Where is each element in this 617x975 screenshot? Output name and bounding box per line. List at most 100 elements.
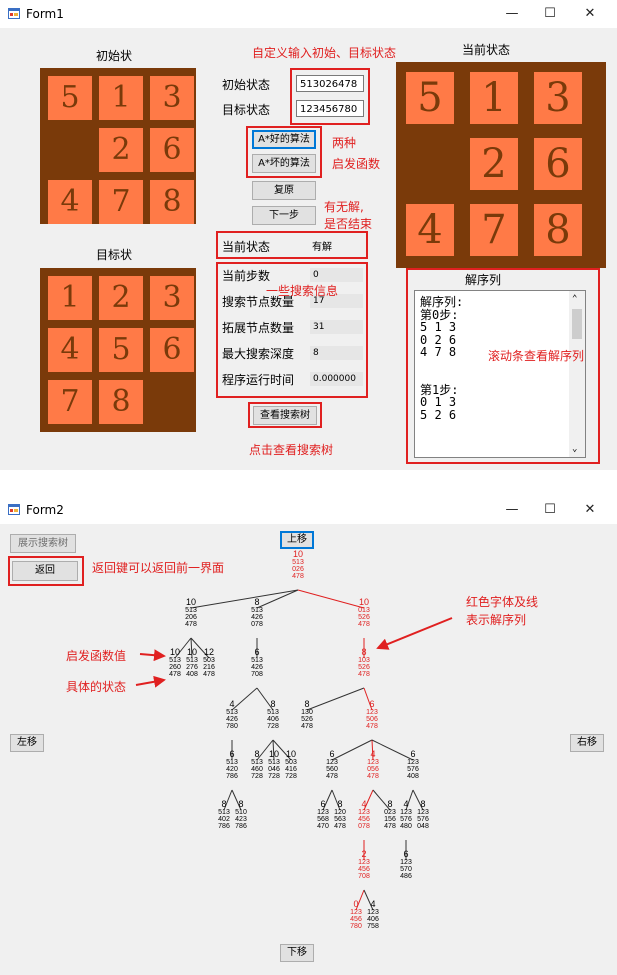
- app-icon: [8, 504, 20, 515]
- tile-3: 3: [150, 276, 194, 320]
- heuristic-value: 6: [403, 849, 409, 859]
- state-row: 513: [267, 709, 279, 716]
- move-down-button[interactable]: 下移: [280, 944, 314, 962]
- scroll-thumb[interactable]: [572, 309, 582, 339]
- tile-8: 8: [534, 204, 582, 256]
- minimize-icon[interactable]: —: [505, 6, 519, 21]
- tree-edge: [363, 687, 373, 711]
- state-row: 503: [203, 657, 215, 664]
- tile-4: 4: [406, 204, 454, 256]
- tile-5: 5: [99, 328, 143, 372]
- tile-4: 4: [48, 180, 92, 224]
- tile-5: 5: [406, 72, 454, 124]
- maximize-icon[interactable]: ☐: [544, 6, 556, 21]
- heuristic-value: 12: [203, 647, 214, 657]
- heuristic-value: 6: [254, 647, 260, 657]
- close-icon[interactable]: ✕: [584, 502, 596, 517]
- tile-7: 7: [48, 380, 92, 424]
- move-left-button[interactable]: 左移: [10, 734, 44, 752]
- arrow-state: [135, 675, 166, 688]
- form2-titlebar: Form2 — ☐ ✕: [0, 496, 617, 524]
- bad-astar-button[interactable]: A*坏的算法: [252, 154, 316, 173]
- move-right-button[interactable]: 右移: [570, 734, 604, 752]
- solution-scrollbar[interactable]: ⌃ ⌄: [569, 291, 585, 457]
- state-row: 123: [400, 809, 412, 816]
- state-row: 478: [358, 671, 370, 679]
- highlight-tree-button: [248, 402, 322, 428]
- state-row: 103: [358, 657, 370, 664]
- heuristic-value: 6: [329, 749, 335, 759]
- highlight-algorithm-buttons: [246, 126, 322, 178]
- heuristic-value: 8: [304, 699, 310, 709]
- state-row: 478: [185, 621, 197, 629]
- heuristic-value: 8: [254, 749, 260, 759]
- solution-line: 0 2 6: [420, 332, 457, 347]
- minimize-icon[interactable]: —: [505, 502, 519, 517]
- state-row: 260: [169, 664, 181, 672]
- state-row: 026: [292, 566, 304, 574]
- view-search-tree-button[interactable]: 查看搜索树: [253, 406, 317, 425]
- tree-edge: [331, 789, 341, 811]
- heuristic-value: 10: [292, 549, 303, 559]
- state-row: 786: [235, 823, 247, 831]
- form2-title: Form2: [26, 503, 64, 517]
- initial-state-input[interactable]: 513026478: [296, 75, 364, 92]
- state-row: 513: [186, 657, 198, 664]
- state-row: 563: [334, 816, 346, 824]
- close-icon[interactable]: ✕: [584, 6, 596, 21]
- heuristic-value: 6: [320, 799, 326, 809]
- state-row: 728: [285, 773, 297, 781]
- annotation-back-hint: 返回键可以返回前一界面: [92, 561, 225, 575]
- tree-edge: [371, 739, 374, 761]
- state-row: 123: [417, 809, 429, 816]
- tree-edge: [272, 739, 292, 761]
- form1-title: Form1: [26, 7, 64, 21]
- scroll-up-icon[interactable]: ⌃: [572, 294, 578, 304]
- annotation-red-hint-1: 红色字体及线: [466, 595, 539, 609]
- form2-window: Form2 — ☐ ✕ 展示搜索树 返回 返回键可以返回前一界面 上移 下移 左…: [0, 496, 617, 975]
- state-row: 503: [285, 759, 297, 766]
- solution-line: 5 1 3: [420, 320, 457, 334]
- heuristic-value: 6: [369, 699, 375, 709]
- state-row: 513: [251, 657, 263, 664]
- show-tree-button[interactable]: 展示搜索树: [10, 534, 76, 553]
- scroll-down-icon[interactable]: ⌄: [572, 443, 578, 454]
- tree-edge: [306, 687, 365, 711]
- tile-7: 7: [99, 180, 143, 224]
- back-button[interactable]: 返回: [12, 561, 78, 581]
- state-row: 728: [268, 773, 280, 781]
- arrow-red-hint: [376, 617, 453, 650]
- goal-state-input[interactable]: 123456780: [296, 100, 364, 117]
- tile-1: 1: [470, 72, 518, 124]
- heuristic-value: 0: [353, 899, 359, 909]
- state-row: 513: [251, 759, 263, 766]
- state-row: 456: [350, 916, 362, 924]
- state-row: 426: [226, 716, 238, 724]
- state-row: 478: [326, 773, 338, 781]
- good-astar-button[interactable]: A*好的算法: [252, 130, 316, 149]
- next-step-button[interactable]: 下一步: [252, 206, 316, 225]
- stat-value: 8: [310, 346, 363, 360]
- tree-edge: [331, 739, 373, 761]
- state-row: 408: [407, 773, 419, 781]
- move-up-button[interactable]: 上移: [280, 531, 314, 549]
- reset-button[interactable]: 复原: [252, 181, 316, 200]
- annotation-search-info: 一些搜索信息: [266, 284, 339, 298]
- heuristic-value: 8: [337, 799, 343, 809]
- current-status-value: 有解: [312, 242, 332, 253]
- state-row: 456: [358, 866, 370, 874]
- maximize-icon[interactable]: ☐: [544, 502, 556, 517]
- heuristic-value: 10: [268, 749, 279, 759]
- state-row: 480: [400, 823, 412, 831]
